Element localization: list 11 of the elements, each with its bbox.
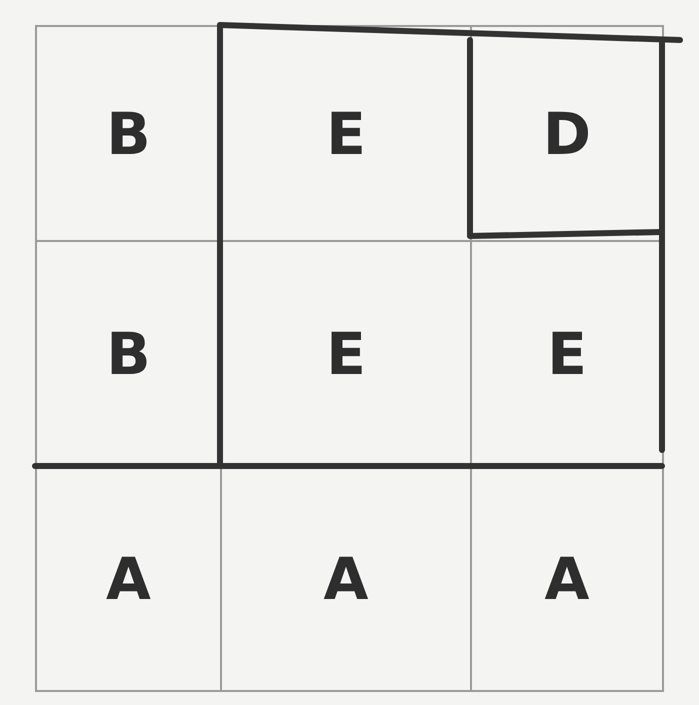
cell-letter: D xyxy=(542,100,592,168)
cell-letter: E xyxy=(547,320,587,388)
cell-letter: E xyxy=(326,320,366,388)
grid-cell xyxy=(35,466,222,692)
cell-letter: A xyxy=(106,545,151,613)
cell-letter: A xyxy=(544,545,590,613)
cell-letter: B xyxy=(106,100,151,168)
cell-letter: B xyxy=(106,320,151,388)
cell-letter: A xyxy=(324,545,368,613)
grid-cell xyxy=(470,466,664,692)
cell-letter: E xyxy=(326,100,366,168)
